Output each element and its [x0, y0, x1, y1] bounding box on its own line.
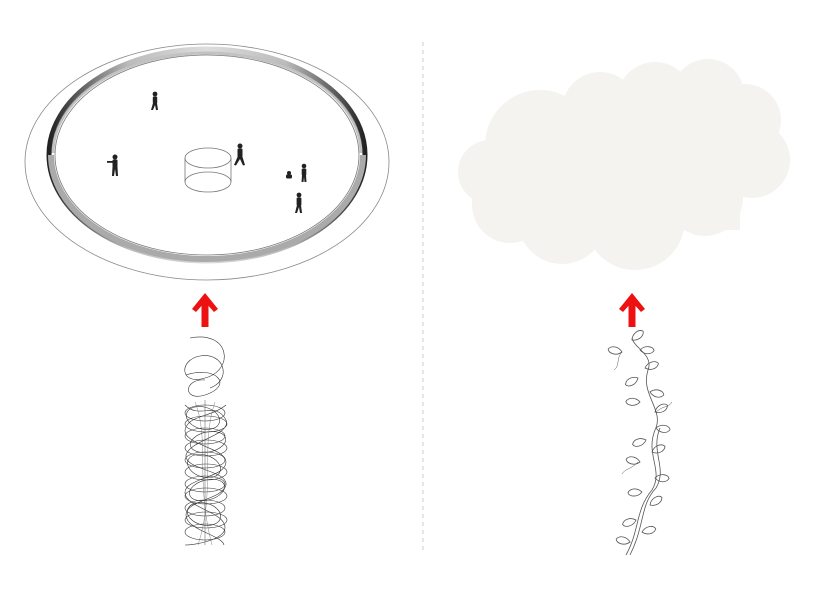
people-silhouettes: [107, 91, 307, 213]
person-figure: [295, 192, 302, 213]
person-figure: [301, 163, 307, 182]
climbing-vine: [606, 328, 673, 556]
spiral-coil: [184, 336, 228, 546]
ring-platform: [24, 43, 390, 281]
cloud-shape: [458, 59, 790, 270]
center-cylinder: [184, 147, 232, 193]
person-figure: [107, 154, 118, 176]
arrow-up-icon: [192, 293, 218, 327]
person-figure: [234, 143, 245, 166]
person-figure: [286, 171, 292, 179]
arrow-up-icon: [619, 293, 645, 327]
person-figure: [151, 91, 158, 110]
